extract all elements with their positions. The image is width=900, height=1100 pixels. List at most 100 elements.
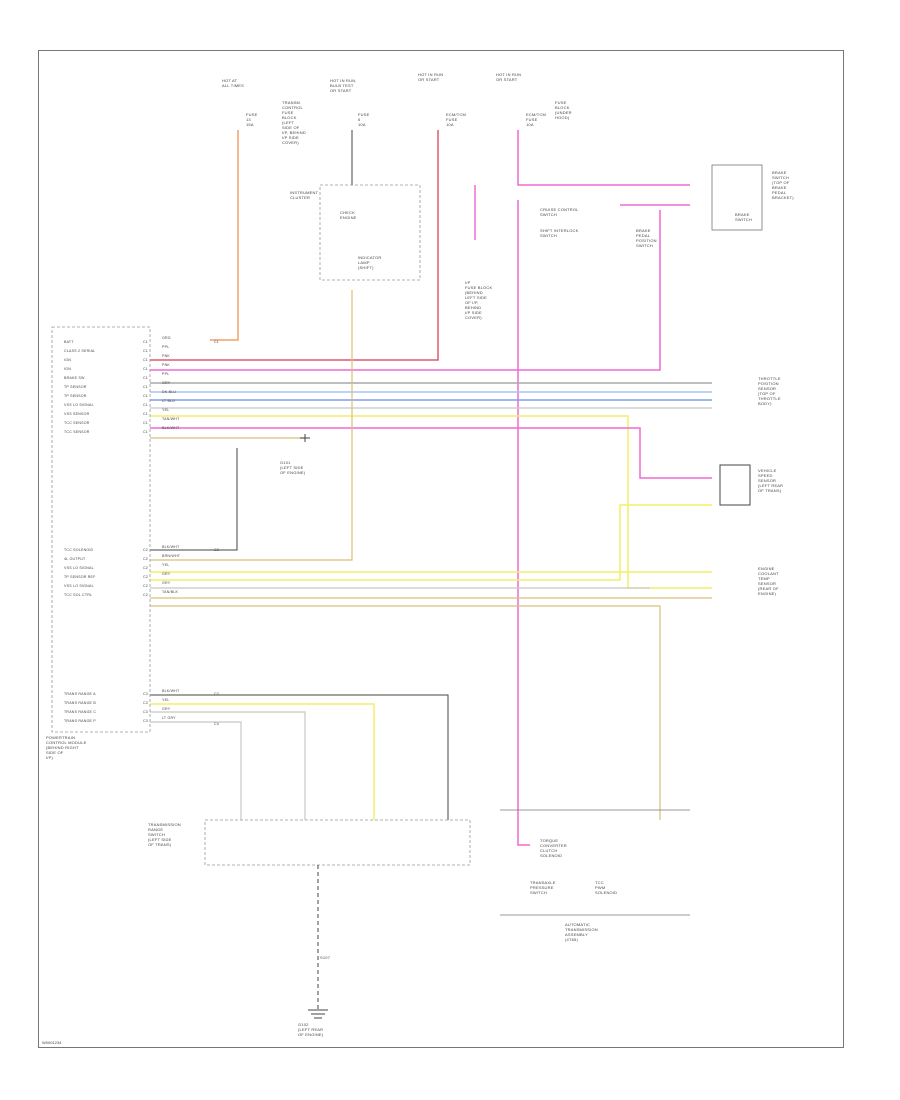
pcm-g2-color-1: BRN/WHT <box>162 554 181 558</box>
pcm-g2-3: TP SENSOR REF <box>64 575 96 579</box>
fuse-2-note: TRANSM CONTROL FUSE BLOCK (LEFT SIDE OF … <box>282 100 306 145</box>
torque-conv-label: TORQUE CONVERTER CLUTCH SOLENOID <box>540 838 567 858</box>
engine-coolant-label: ENGINE COOLANT TEMP SENSOR (REAR OF ENGI… <box>758 566 779 596</box>
pcm-g3-color-2: GRY <box>162 707 171 711</box>
pcm-g1-pin-10: C1 <box>143 430 148 434</box>
connector-code-2: C3 <box>214 692 219 696</box>
pcm-g3-3: TRANS RANGE P <box>64 719 96 723</box>
yellow-wire-3 <box>150 504 712 581</box>
pcm-g1-3: IGN <box>64 367 71 371</box>
pcm-g1-6: TP SENSOR <box>64 394 87 398</box>
pcm-g2-5: TCC SOL CTRL <box>64 593 93 597</box>
yellow-wire-1 <box>150 415 712 589</box>
dark-wire-3 <box>150 694 449 820</box>
pcm-g2-pin-1: C2 <box>143 557 148 561</box>
pcm-g2-color-5: TAN/BLK <box>162 590 179 594</box>
brake-pedal-label: BRAKE PEDAL POSITION SWITCH <box>636 228 657 248</box>
pcm-g2-color-2: YEL <box>162 563 170 567</box>
pcm-g2-0: TCC SOLENOID <box>64 548 94 552</box>
pcm-g1-color-2: PNK <box>162 354 170 358</box>
pcm-g1-9: TCC SENSOR <box>64 421 90 425</box>
pcm-g1-pin-5: C1 <box>143 385 148 389</box>
pcm-g3-pin-2: C3 <box>143 710 148 714</box>
trans-note: TRANSAXLE PRESSURE SWITCH <box>530 880 556 895</box>
pcm-g3-1: TRANS RANGE B <box>64 701 96 705</box>
pcm-g1-10: TCC SENSOR <box>64 430 90 434</box>
gray-wire-5 <box>150 711 306 820</box>
pcm-g1-pin-9: C1 <box>143 421 148 425</box>
pcm-g3-pin-3: C3 <box>143 719 148 723</box>
doc-id: W0001234 <box>42 1040 62 1045</box>
speed-sensor-box <box>719 464 751 506</box>
trans-assembly-box <box>500 809 690 916</box>
indicator-lamp-label: INDICATOR LAMP (SHIFT) <box>358 255 382 270</box>
pcm-g1-pin-3: C1 <box>143 367 148 371</box>
pcm-g3-color-0: BLK/WHT <box>162 689 180 693</box>
pcm-g1-pin-4: C1 <box>143 376 148 380</box>
throttle-sensor-label: THROTTLE POSITION SENSOR (TOP OF THROTTL… <box>758 376 781 406</box>
pcm-g2-1: 4L OUTPUT <box>64 557 86 561</box>
pcm-g2-color-3: GRY <box>162 572 171 576</box>
pcm-box <box>51 326 151 733</box>
fuse-4-note: FUSE BLOCK (UNDER HOOD) <box>555 100 572 120</box>
pcm-g2-pin-0: C2 <box>143 548 148 552</box>
ground-g101-label: G101 (LEFT SIDE OF ENGINE) <box>280 460 306 475</box>
pcm-g1-4: BRAKE SW <box>64 376 85 380</box>
pcm-g1-color-3: PNK <box>162 363 170 367</box>
pcm-g3-color-3: LT GRY <box>162 716 176 720</box>
pcm-g1-pin-0: C1 <box>143 340 148 344</box>
pcm-g1-pin-2: C1 <box>143 358 148 362</box>
pcm-g1-8: VSS SENSOR <box>64 412 90 416</box>
fuse-2-title: HOT IN RUN, BULB TEST OR START <box>330 78 357 93</box>
pink-wire-trans <box>517 200 530 846</box>
gray-wire-6 <box>150 721 242 820</box>
g101-symbol <box>300 434 310 442</box>
tcc-pwm-label: TCC PWM SOLENOID <box>595 880 618 895</box>
fuse-3-title: HOT IN RUN OR START <box>418 72 444 82</box>
pcm-g3-0: TRANS RANGE A <box>64 692 96 696</box>
pcm-g1-color-5: GRY <box>162 381 171 385</box>
pcm-g2-2: VSS LO SIGNAL <box>64 566 94 570</box>
brake-switch-box-label: BRAKE SWITCH <box>735 212 752 222</box>
pcm-g3-2: TRANS RANGE C <box>64 710 97 714</box>
pcm-g1-color-6: DK BLU <box>162 390 177 394</box>
pcm-g1-1: CLASS 2 SERIAL <box>64 349 96 353</box>
pcm-g1-color-10: BLK/WHT <box>162 426 180 430</box>
pcm-g1-pin-6: C1 <box>143 394 148 398</box>
pcm-g1-color-4: PPL <box>162 372 170 376</box>
pcm-g1-pin-8: C1 <box>143 412 148 416</box>
pcm-g1-7: VSS LO SIGNAL <box>64 403 94 407</box>
pcm-g1-2: IGN <box>64 358 71 362</box>
pcm-g3-pin-1: C3 <box>143 701 148 705</box>
trans-switch-box <box>204 819 471 866</box>
dark-wire-ground <box>150 448 238 551</box>
shift-interlock-label: SHIFT INTERLOCK SWITCH <box>540 228 579 238</box>
pcm-g2-4: VSS LO SIGNAL <box>64 584 94 588</box>
pcm-g1-0: BATT <box>64 340 74 344</box>
speed-sensor-label: VEHICLE SPEED SENSOR (LEFT REAR OF TRANS… <box>758 468 784 493</box>
fuse-block-note: I/P FUSE BLOCK (BEHIND LEFT SIDE OF I/P,… <box>465 280 493 320</box>
pcm-g3-color-1: YEL <box>162 698 170 702</box>
fuse-1-fuse: FUSE 13 15A <box>246 112 258 127</box>
diagram-frame <box>38 50 844 1048</box>
red-wire <box>150 130 439 361</box>
connector-code-3: C4 <box>214 722 219 726</box>
pcm-g2-pin-3: C2 <box>143 575 148 579</box>
brake-switch-box <box>711 164 763 231</box>
ground-symbol <box>308 1009 328 1019</box>
pcm-g1-pin-1: C1 <box>143 349 148 353</box>
brake-switch-note: BRAKE SWITCH (TOP OF BRAKE PEDAL BRACKET… <box>772 170 794 200</box>
splice-label: S107 <box>320 955 331 960</box>
pcm-g1-color-7: LT BLU <box>162 399 176 403</box>
pcm-g2-pin-5: C2 <box>143 593 148 597</box>
pcm-name: POWERTRAIN CONTROL MODULE (BEHIND RIGHT … <box>46 735 87 760</box>
trans-switch-label: TRANSMISSION RANGE SWITCH (LEFT SIDE OF … <box>148 822 181 847</box>
pcm-g1-color-1: PPL <box>162 345 170 349</box>
fuse-1-title: HOT AT ALL TIMES <box>222 78 245 88</box>
pcm-g1-5: TP SENSOR <box>64 385 87 389</box>
tan-wire-2 <box>150 290 353 561</box>
check-engine-label: CHECK ENGINE <box>340 210 357 220</box>
trans-assembly-label: AUTOMATIC TRANSMISSION ASSEMBLY (4T65) <box>565 922 598 942</box>
pcm-g1-color-0: ORG <box>162 336 171 340</box>
